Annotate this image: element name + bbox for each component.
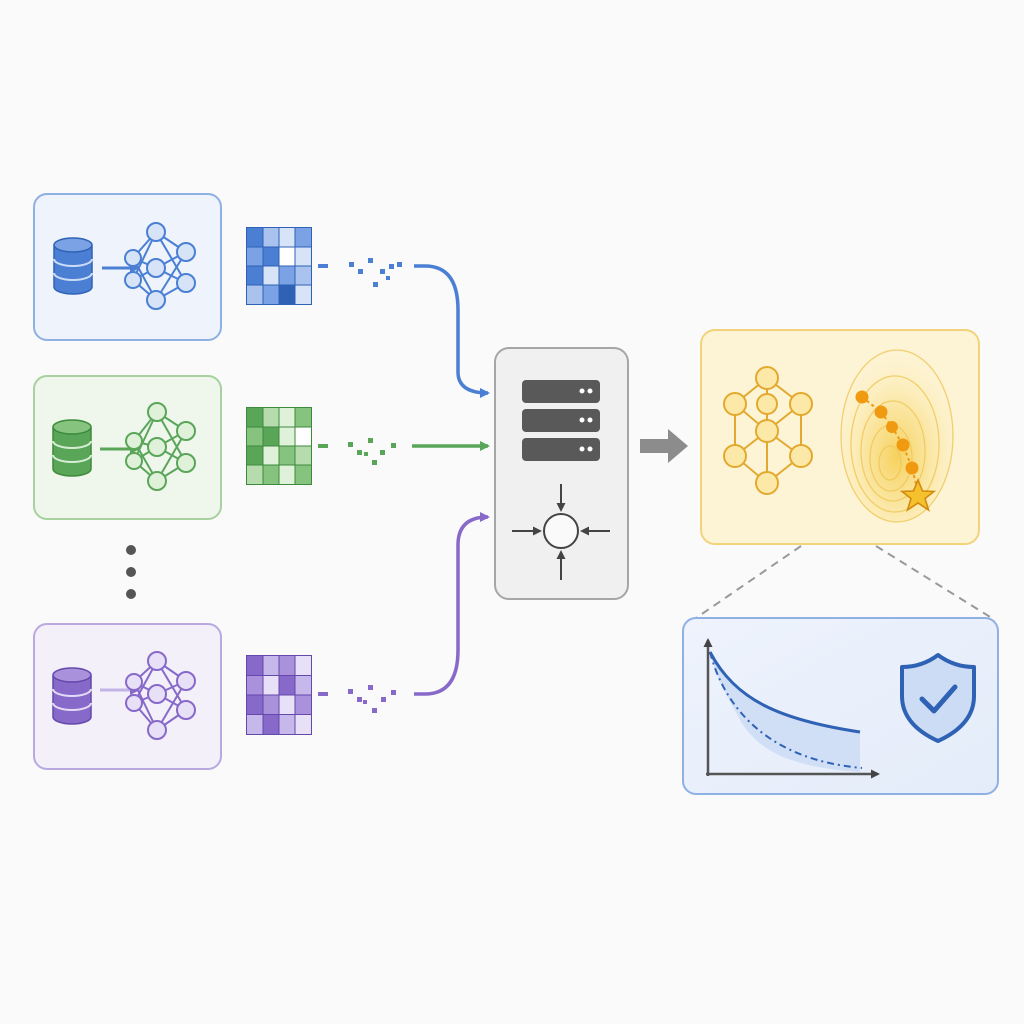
star-icon	[899, 477, 937, 512]
weight-matrix-icon	[246, 407, 312, 485]
weight-matrix-icon	[246, 655, 312, 735]
database-icon	[53, 237, 93, 295]
database-icon	[52, 667, 92, 725]
ellipsis	[126, 545, 136, 599]
neural-network-icon	[125, 651, 196, 740]
server-icon	[522, 380, 600, 461]
evaluation-panel	[682, 617, 999, 795]
client-n	[33, 623, 222, 770]
client-2	[33, 375, 222, 520]
weight-matrix-icon	[246, 227, 312, 305]
aggregation-server	[494, 347, 629, 600]
neural-network-icon	[723, 366, 813, 495]
noisy-pixels-icon	[318, 438, 396, 465]
optimization-contour-icon	[840, 349, 954, 523]
convergence-curve-icon	[703, 638, 880, 779]
neural-network-icon	[125, 402, 196, 491]
upload-arrow-1	[414, 264, 490, 398]
noisy-pixels-icon	[318, 258, 402, 287]
noisy-pixels-icon	[318, 685, 396, 713]
database-icon	[52, 419, 92, 477]
shield-check-icon	[900, 653, 976, 743]
zoom-lines	[695, 545, 996, 621]
client-1	[33, 193, 222, 341]
aggregation-icon	[512, 484, 610, 580]
broadcast-arrow	[640, 429, 688, 463]
global-model-panel	[700, 329, 980, 545]
upload-arrow-n	[414, 512, 490, 696]
neural-network-icon	[124, 222, 196, 310]
